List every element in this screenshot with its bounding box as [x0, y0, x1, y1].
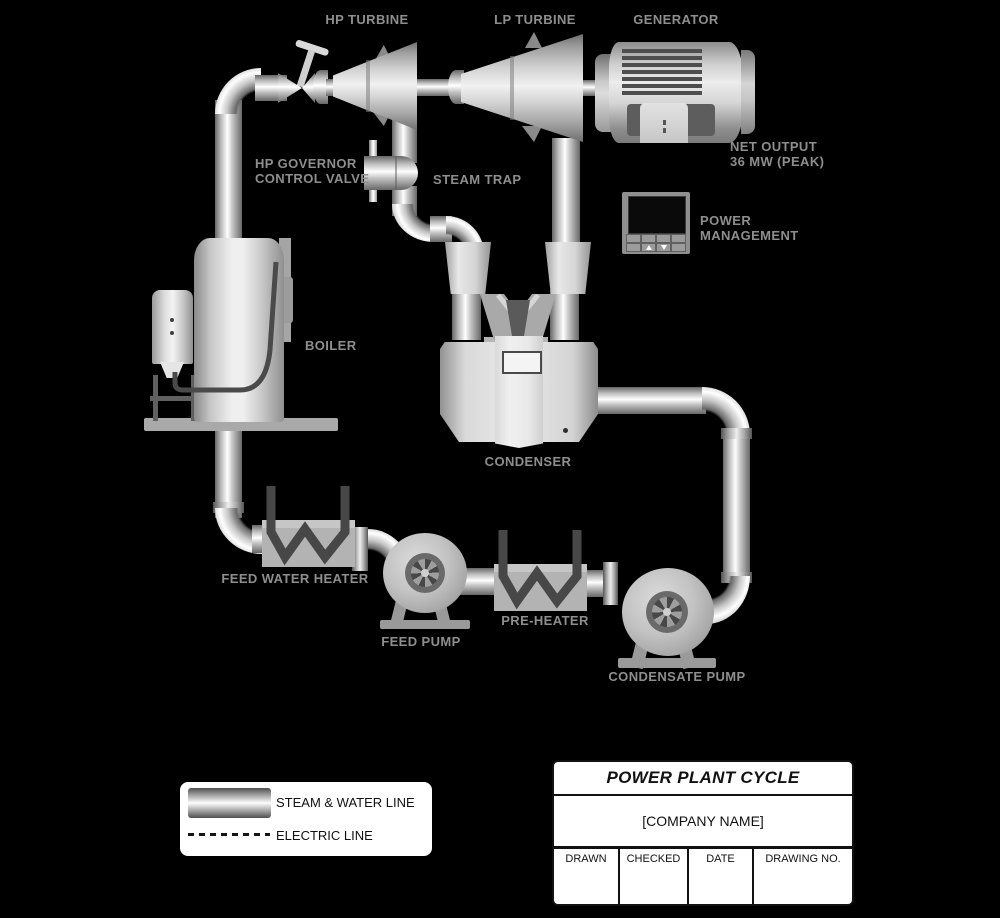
pipe-lp-exhaust — [552, 138, 580, 246]
panel-button — [672, 235, 685, 242]
date-cell: DATE — [689, 849, 754, 904]
pre-heater-label: PRE-HEATER — [501, 613, 589, 628]
hp-turbine-shaft — [326, 79, 334, 96]
power-management-panel — [622, 192, 690, 254]
boiler-base-platform — [144, 418, 338, 431]
lp-turbine-casing — [461, 34, 583, 142]
title-block: POWER PLANT CYCLE [COMPANY NAME] DRAWN C… — [552, 760, 854, 906]
hp-turbine-nose — [313, 70, 328, 104]
condenser-inlet-flange — [444, 242, 492, 294]
power-mgmt-line1: POWER — [700, 213, 752, 228]
steam-water-line-label: STEAM & WATER LINE — [276, 795, 415, 810]
pre-heater — [494, 530, 587, 611]
feed-water-heater — [262, 486, 355, 567]
legend: STEAM & WATER LINE ELECTRIC LINE — [180, 782, 432, 856]
generator-end-cap — [595, 54, 611, 132]
pipe-flange — [603, 562, 618, 605]
electric-line-label: ELECTRIC LINE — [276, 828, 373, 843]
generator-label: GENERATOR — [633, 12, 719, 27]
steam-trap-body — [364, 156, 396, 190]
feed-pump-hub — [421, 569, 429, 577]
up-arrow-icon — [646, 245, 652, 250]
governor-line2: CONTROL VALVE — [255, 171, 370, 186]
net-output-line1: NET OUTPUT — [730, 139, 818, 154]
steam-trap-seam — [395, 157, 397, 189]
tank-gauge-dot — [170, 331, 174, 335]
net-output-label: NET OUTPUT 36 MW (PEAK) — [730, 139, 824, 169]
generator-cooling-fins — [622, 49, 702, 95]
lp-turbine-blade-fin — [525, 32, 542, 48]
drawing-title: POWER PLANT CYCLE — [554, 762, 852, 796]
lp-turbine-blade-fin — [522, 126, 542, 142]
down-arrow-icon — [661, 245, 667, 250]
power-management-label: POWER MANAGEMENT — [700, 213, 799, 243]
pipe-flange — [352, 527, 368, 571]
condenser-drain-dot — [563, 428, 568, 433]
lp-turbine-label: LP TURBINE — [494, 12, 576, 27]
power-mgmt-line2: MANAGEMENT — [700, 228, 799, 243]
panel-button — [642, 235, 655, 242]
hp-turbine-label: HP TURBINE — [325, 12, 409, 27]
pipe-elbow — [392, 204, 434, 242]
drawing-no-cell: DRAWING NO. — [765, 853, 841, 865]
condensate-pump-label: CONDENSATE PUMP — [608, 669, 746, 684]
electric-line-sample — [188, 833, 270, 836]
condenser-funnel — [480, 294, 556, 340]
title-block-columns: DRAWN CHECKED DATE DRAWING NO. — [554, 849, 852, 904]
steam-trap-cap — [396, 156, 418, 190]
tank-funnel — [160, 362, 184, 378]
feed-water-heater-label: FEED WATER HEATER — [221, 571, 369, 586]
pipe-condenser-outlet — [594, 387, 706, 414]
panel-button — [627, 244, 640, 251]
turbine-coupling-shaft — [417, 79, 453, 96]
junction-box-mark — [663, 128, 666, 133]
panel-screen — [628, 196, 686, 234]
condenser-nameplate — [502, 351, 542, 374]
company-name: [COMPANY NAME] — [554, 796, 852, 849]
panel-button — [672, 244, 685, 251]
junction-box-mark — [663, 120, 666, 125]
boiler-feed-tank — [152, 290, 193, 364]
panel-button — [627, 235, 640, 242]
hp-turbine-ring — [366, 60, 370, 112]
generator-end-cap — [741, 50, 755, 134]
lp-turbine-nose — [448, 70, 464, 104]
panel-button-area — [626, 234, 686, 252]
boiler-label: BOILER — [305, 338, 357, 353]
steam-water-line-sample — [188, 788, 271, 818]
checked-cell: CHECKED — [620, 849, 689, 904]
condenser-label: CONDENSER — [484, 454, 572, 469]
pipe-boiler-steam-riser — [215, 100, 242, 240]
condenser-inlet-flange — [544, 242, 592, 294]
tank-gauge-dot — [170, 318, 174, 322]
condensate-pump-hub — [663, 608, 671, 616]
generator-shaft — [583, 80, 596, 96]
governor-valve-label: HP GOVERNOR CONTROL VALVE — [255, 156, 369, 186]
pipe-coupling — [721, 428, 752, 439]
condensate-pump-base — [618, 658, 716, 668]
net-output-line2: 36 MW (PEAK) — [730, 154, 825, 169]
feed-pump-base — [380, 620, 470, 629]
drawn-cell: DRAWN — [554, 849, 620, 904]
pipe-condenser-right-inlet — [550, 290, 579, 340]
hp-turbine-casing — [333, 42, 417, 130]
tank-stand-bar — [150, 396, 199, 401]
lp-turbine-ring — [510, 56, 514, 120]
pipe-condenser-left-inlet — [452, 290, 481, 340]
steam-trap-label: STEAM TRAP — [433, 172, 522, 187]
pipe-condensate-downcomer — [723, 430, 750, 580]
pipe-coupling — [213, 502, 244, 513]
governor-line1: HP GOVERNOR — [255, 156, 357, 171]
boiler-fuel-line — [172, 261, 279, 393]
feed-pump-label: FEED PUMP — [381, 634, 461, 649]
panel-button — [657, 235, 670, 242]
